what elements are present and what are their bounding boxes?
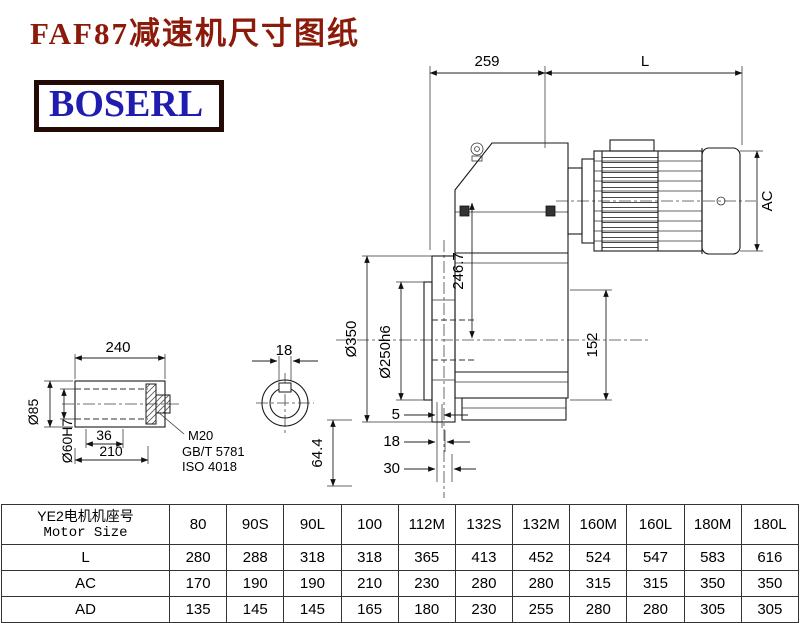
dim-key18-label: 18 — [276, 342, 293, 359]
fan-cowl — [701, 147, 741, 255]
column-header: 132M — [512, 504, 571, 545]
table-cell: 280 — [569, 596, 628, 623]
dim-152-label: 152 — [584, 332, 601, 357]
main-view-dimensions: 259 L AC Ø350 Ø250h6 246.7 152 5 — [309, 53, 776, 487]
column-header: 180M — [683, 504, 742, 545]
table-cell: 135 — [168, 596, 228, 623]
main-view — [336, 139, 756, 498]
column-header: 100 — [340, 504, 399, 545]
table-cell: 180 — [397, 596, 456, 623]
table-cell: 365 — [397, 544, 456, 571]
dim-30-label: 30 — [383, 460, 400, 477]
table-cell: 280 — [454, 570, 514, 597]
column-header: 90S — [226, 504, 285, 545]
column-header: 160M — [569, 504, 628, 545]
column-header: 90L — [283, 504, 342, 545]
table-row-AC: AC 170 190 190 210 230 280 280 315 315 3… — [1, 570, 800, 597]
dim-18-label: 18 — [383, 433, 400, 450]
housing-bolt — [545, 205, 556, 217]
dim-240-label: 240 — [105, 339, 130, 356]
table-cell: 350 — [740, 570, 800, 597]
table-cell: 524 — [569, 544, 628, 571]
shaft-section-view: 18 — [252, 342, 318, 434]
table-cell: 315 — [569, 570, 628, 597]
column-header: 112M — [397, 504, 456, 545]
boserl-logo: BOSERL — [34, 80, 225, 132]
dim-dia350-label: Ø350 — [343, 321, 360, 358]
dim-259-label: 259 — [474, 53, 499, 70]
table-cell: 145 — [226, 596, 285, 623]
bolt-spec-gbt-label: GB/T 5781 — [182, 444, 245, 459]
table-cell: 170 — [168, 570, 228, 597]
row-label: AC — [1, 570, 170, 597]
bolt-spec-iso-label: ISO 4018 — [182, 459, 237, 474]
table-cell: 280 — [626, 596, 685, 623]
motor-size-header-cn: YE2电机机座号 — [37, 508, 134, 525]
table-cell: 583 — [683, 544, 742, 571]
table-cell: 413 — [454, 544, 514, 571]
shaft-detail-view: 240 Ø85 Ø60H7 36 210 M20 GB/T 5781 ISO 4… — [25, 339, 245, 474]
dim-246.7-label: 246.7 — [450, 252, 467, 290]
table-cell: 280 — [168, 544, 228, 571]
table-row-AD: AD 135 145 145 165 180 230 255 280 280 3… — [1, 596, 800, 623]
column-header: 180L — [740, 504, 800, 545]
table-cell: 305 — [740, 596, 800, 623]
table-cell: 288 — [226, 544, 285, 571]
table-cell: 255 — [512, 596, 571, 623]
table-cell: 190 — [226, 570, 285, 597]
technical-drawing: 259 L AC Ø350 Ø250h6 246.7 152 5 — [25, 53, 776, 498]
table-cell: 452 — [512, 544, 571, 571]
table-cell: 145 — [283, 596, 342, 623]
bolt-spec-m20-label: M20 — [188, 428, 213, 443]
table-row-L: L 280 288 318 318 365 413 452 524 547 58… — [1, 544, 800, 571]
dim-dia60H7-label: Ø60H7 — [59, 419, 75, 464]
dim-L-label: L — [641, 53, 649, 70]
housing-bolt — [459, 205, 470, 217]
row-label: AD — [1, 596, 170, 623]
dim-36-label: 36 — [96, 427, 112, 443]
table-cell: 230 — [397, 570, 456, 597]
table-cell: 350 — [683, 570, 742, 597]
table-cell: 315 — [626, 570, 685, 597]
dim-5-label: 5 — [392, 406, 400, 423]
table-header-row: YE2电机机座号 Motor Size 80 90S 90L 100 112M … — [1, 504, 800, 545]
motor-body — [593, 139, 703, 252]
motor-size-header-cell: YE2电机机座号 Motor Size — [1, 504, 170, 545]
dim-dia250h6-label: Ø250h6 — [377, 325, 394, 378]
table-cell: 230 — [454, 596, 514, 623]
page-title: FAF87减速机尺寸图纸 — [30, 16, 360, 51]
table-cell: 318 — [283, 544, 342, 571]
keyway — [278, 382, 292, 393]
dim-64.4-label: 64.4 — [309, 438, 326, 467]
eye-bolt-icon — [470, 142, 484, 162]
table-cell: 305 — [683, 596, 742, 623]
terminal-box — [609, 139, 655, 152]
column-header: 160L — [626, 504, 685, 545]
table-cell: 280 — [512, 570, 571, 597]
motor-size-header-en: Motor Size — [43, 524, 128, 541]
dim-dia85-label: Ø85 — [25, 399, 41, 426]
motor-size-table: YE2电机机座号 Motor Size 80 90S 90L 100 112M … — [1, 504, 800, 623]
table-cell: 190 — [283, 570, 342, 597]
dim-AC-label: AC — [759, 190, 776, 211]
table-cell: 210 — [340, 570, 399, 597]
column-header: 80 — [168, 504, 228, 545]
table-cell: 165 — [340, 596, 399, 623]
column-header: 132S — [454, 504, 514, 545]
table-cell: 616 — [740, 544, 800, 571]
dim-210-label: 210 — [99, 443, 123, 459]
row-label: L — [1, 544, 170, 571]
table-cell: 318 — [340, 544, 399, 571]
boserl-logo-text: BOSERL — [49, 83, 204, 125]
table-cell: 547 — [626, 544, 685, 571]
